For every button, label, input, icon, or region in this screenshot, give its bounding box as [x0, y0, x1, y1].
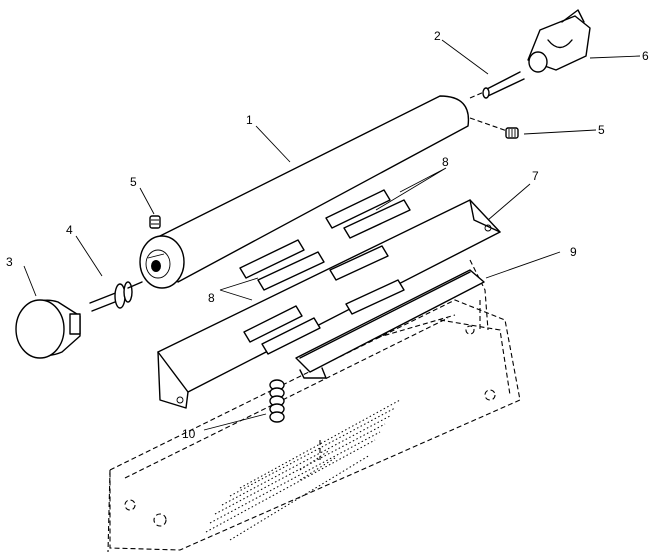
part-6-bracket [527, 9, 591, 73]
part-3-knob [15, 299, 81, 359]
callout-1: 1 [246, 113, 253, 127]
printer-frame-base [107, 259, 521, 553]
callout-2: 2 [434, 29, 441, 43]
part-1-platen-roller [139, 95, 511, 289]
callout-10: 10 [182, 427, 196, 441]
callout-8-lower: 8 [208, 291, 215, 305]
leader-lines [23, 39, 641, 431]
part-8-pressure-rollers [239, 189, 411, 355]
callout-7: 7 [532, 169, 539, 183]
callout-4: 4 [66, 223, 73, 237]
callout-6: 6 [642, 49, 649, 63]
callout-labels: 1 2 3 4 5 5 6 7 8 8 9 10 [6, 29, 649, 441]
part-7-guide-plate [157, 199, 501, 409]
callout-9: 9 [570, 245, 577, 259]
callout-3: 3 [6, 255, 13, 269]
part-5-set-screw-left [149, 215, 161, 229]
part-5-set-screw-upper [505, 127, 519, 139]
callout-8-upper: 8 [442, 155, 449, 169]
part-4-gear-shaft [89, 281, 143, 312]
part-2-shaft [469, 71, 525, 99]
part-9-rail [295, 269, 485, 379]
callout-5-left: 5 [130, 175, 137, 189]
callout-5-right: 5 [598, 123, 605, 137]
part-10-spring [269, 379, 285, 423]
